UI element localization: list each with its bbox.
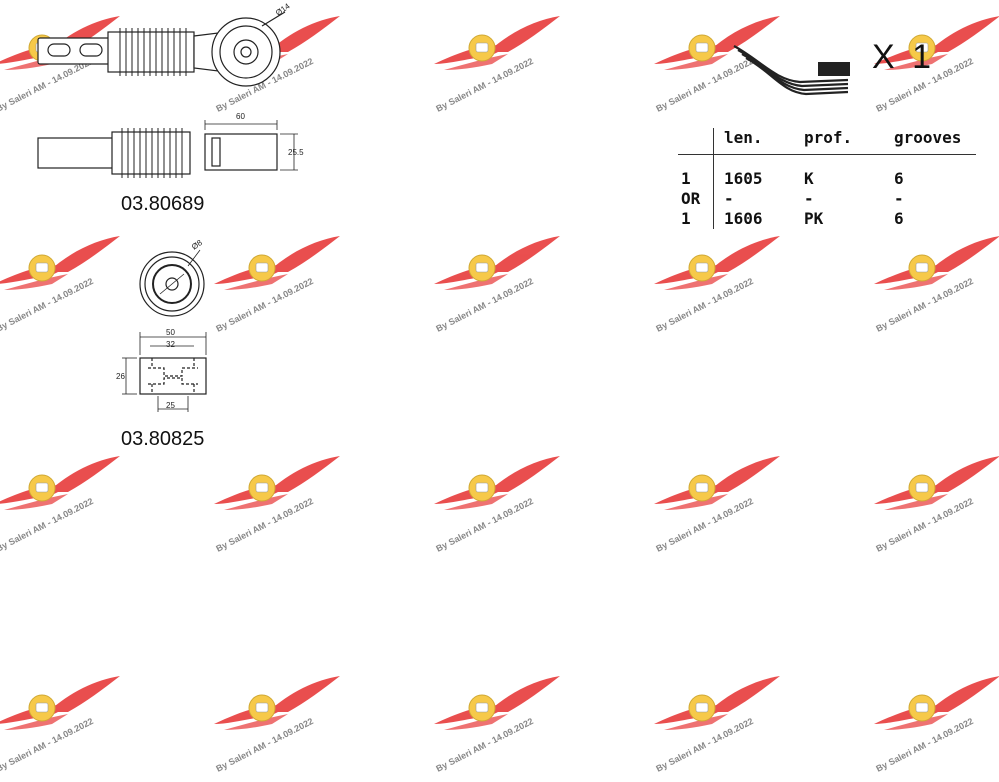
watermark-logo: By Saleri AM - 14.09.2022 <box>874 16 999 114</box>
table-row: OR - - - <box>678 189 976 209</box>
idler-pulley-drawing: Ø8 50 32 26 25 <box>116 238 207 412</box>
cell-length: - <box>713 189 804 209</box>
cell-length: 1606 <box>713 209 804 229</box>
header-length: len. <box>713 128 804 155</box>
dim-height-26: 26 <box>116 372 125 381</box>
cell-profile: K <box>804 169 814 188</box>
header-grooves: grooves <box>894 128 976 155</box>
part-code-tensioner: 03.80689 <box>121 193 205 215</box>
part-code-idler-pulley: 03.80825 <box>121 428 205 450</box>
cell-grooves: 6 <box>894 209 904 228</box>
watermark-logo: By Saleri AM - 14.09.2022 <box>654 236 780 334</box>
cell-qty: 1 <box>681 209 691 228</box>
cell-length: 1605 <box>713 154 804 189</box>
watermark-logo: By Saleri AM - 14.09.2022 <box>434 456 560 554</box>
cell-profile: PK <box>804 209 824 228</box>
belt-quantity: X 1 <box>872 38 936 76</box>
dim-width-50: 50 <box>166 328 175 337</box>
cell-grooves: - <box>894 189 904 208</box>
watermark-logo: By Saleri AM - 14.09.2022 <box>0 236 120 334</box>
watermark-logo: By Saleri AM - 14.09.2022 <box>0 456 120 554</box>
dim-width-32: 32 <box>166 340 175 349</box>
header-profile: prof. <box>804 128 894 155</box>
watermark-logo: By Saleri AM - 14.09.2022 <box>214 456 340 554</box>
watermark-logo: By Saleri AM - 14.09.2022 <box>654 456 780 554</box>
dim-height-25-5: 25.5 <box>288 148 304 157</box>
watermark-logo: By Saleri AM - 14.09.2022 <box>874 236 999 334</box>
belt-spec-table: len. prof. grooves 1 1605 K 6 OR - - - 1… <box>678 128 976 229</box>
watermark-logo: By Saleri AM - 14.09.2022 <box>214 236 340 334</box>
watermark-logo: By Saleri AM - 14.09.2022 <box>874 456 999 554</box>
cell-qty: OR <box>681 189 701 208</box>
dim-length-60: 60 <box>236 112 245 121</box>
dim-width-25: 25 <box>166 401 175 410</box>
watermark-logo: By Saleri AM - 14.09.2022 <box>654 16 780 114</box>
cell-grooves: 6 <box>894 169 904 188</box>
watermark-logo: By Saleri AM - 14.09.2022 <box>434 16 560 114</box>
watermark-logo: By Saleri AM - 14.09.2022 <box>434 236 560 334</box>
table-row: 1 1605 K 6 <box>678 154 976 189</box>
header-qty <box>678 128 714 155</box>
tensioner-drawing: Ø14 60 25.5 <box>37 1 304 178</box>
spec-header-row: len. prof. grooves <box>678 128 976 155</box>
cell-profile: - <box>804 189 814 208</box>
ribbed-belt-drawing <box>733 45 850 96</box>
table-row: 1 1606 PK 6 <box>678 209 976 229</box>
cell-qty: 1 <box>681 169 691 188</box>
